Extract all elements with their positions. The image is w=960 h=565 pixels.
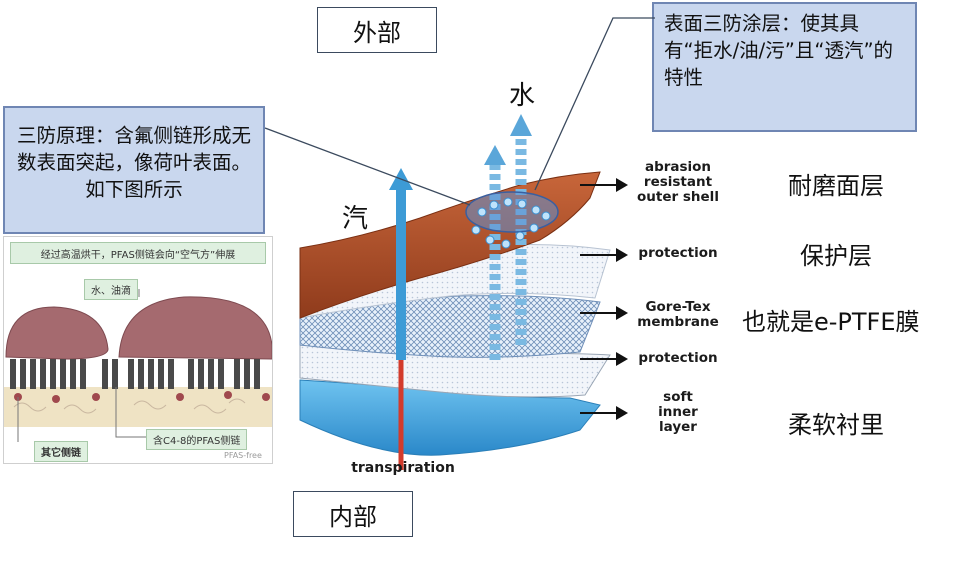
layer-cn-inner-layer: 柔软衬里: [788, 411, 884, 439]
layer-en-membrane: Gore-Tex membrane: [637, 299, 719, 330]
arrow-protection-2: [580, 352, 628, 366]
arrow-membrane: [580, 306, 628, 320]
layer-cn-outer-shell: 耐磨面层: [788, 172, 884, 200]
outside-label: 外部: [317, 7, 437, 53]
other-chain-label: 其它侧链: [34, 441, 88, 462]
coating-leader-line: [534, 17, 655, 191]
inset-header: 经过高温烘干，PFAS侧链会向“空气方”伸展: [10, 242, 266, 264]
principle-leader-line: [264, 127, 471, 206]
arrow-protection-1: [580, 248, 628, 262]
lotus-effect-inset: 经过高温烘干，PFAS侧链会向“空气方”伸展 水、油滴 其它侧链 含C4-8: [3, 236, 273, 464]
arrow-inner-layer: [580, 406, 628, 420]
coating-note: 表面三防涂层：使其具有“拒水/油/污”且“透汽”的特性: [652, 2, 917, 132]
layer-en-protection-1: protection: [638, 245, 718, 261]
droplet-left: [5, 306, 109, 360]
vapor-label: 汽: [342, 204, 369, 234]
layer-en-protection-2: protection: [638, 350, 718, 366]
layer-cn-membrane: 也就是e-PTFE膜: [742, 308, 920, 336]
droplet-label: 水、油滴: [84, 279, 138, 300]
coating-highlight-ellipse: [465, 191, 559, 233]
inset-illustration: [4, 289, 272, 442]
principle-note: 三防原理：含氟侧链形成无数表面突起，像荷叶表面。如下图所示: [3, 106, 265, 234]
layer-en-inner-layer: soft inner layer: [658, 389, 698, 435]
transpiration-label: transpiration: [351, 460, 455, 476]
droplet-right: [118, 296, 272, 360]
arrow-outer-shell: [580, 178, 628, 192]
layer-en-outer-shell: abrasion resistant outer shell: [637, 159, 719, 205]
water-droplets: [471, 197, 551, 249]
water-label: 水: [509, 81, 536, 111]
layer-cn-protection-1: 保护层: [800, 242, 872, 270]
pfas-chain-label: 含C4-8的PFAS侧链: [146, 429, 248, 450]
inside-label: 内部: [293, 491, 413, 537]
inset-watermark: PFAS-free: [224, 451, 262, 460]
